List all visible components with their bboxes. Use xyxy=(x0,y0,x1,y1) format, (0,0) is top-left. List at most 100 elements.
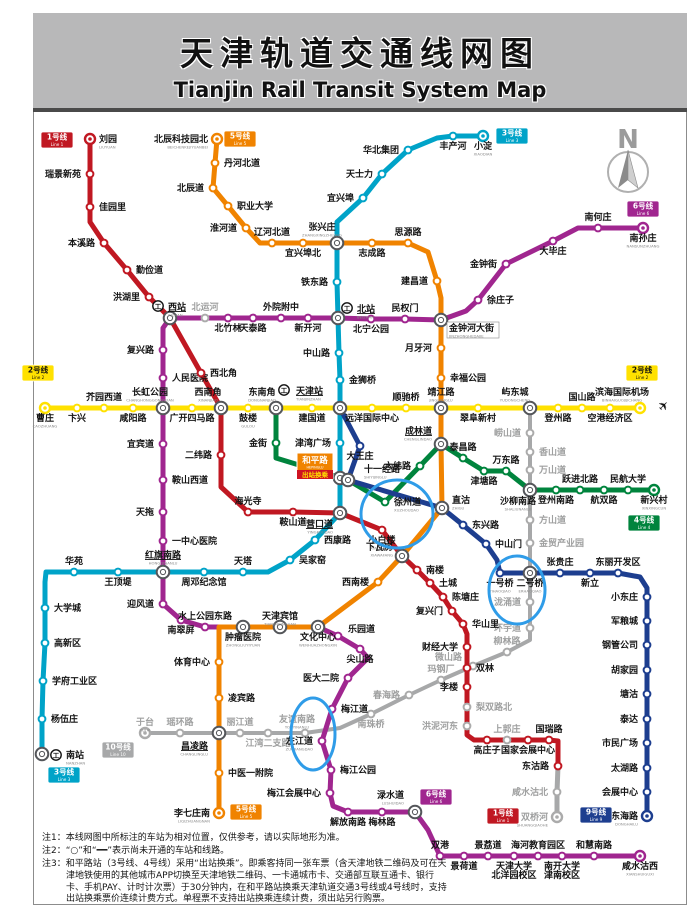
svg-text:佳园里: 佳园里 xyxy=(99,201,126,213)
svg-text:XIAOBAILOU: XIAOBAILOU xyxy=(370,546,394,551)
station-陈塘庄: 陈塘庄 xyxy=(438,591,479,603)
station-鞍山道: 鞍山道 xyxy=(279,507,307,528)
svg-text:YOUYINANLU: YOUYINANLU xyxy=(285,725,310,730)
svg-text:芥园西道: 芥园西道 xyxy=(86,391,122,403)
svg-text:5号线: 5号线 xyxy=(236,804,257,814)
station-杨伍庄: 杨伍庄 xyxy=(37,713,78,725)
svg-text:于台: 于台 xyxy=(136,716,154,728)
station-上郭庄: 上郭庄 xyxy=(493,723,521,745)
station-水上公园东路: 水上公园东路 xyxy=(178,610,233,632)
svg-text:10号线: 10号线 xyxy=(105,742,131,752)
station-月牙河: 月牙河 xyxy=(404,342,446,354)
svg-text:沙柳南路: 沙柳南路 xyxy=(500,495,537,507)
station-南何庄: 南何庄 xyxy=(584,211,612,233)
station-东沽路: 东沽路 xyxy=(522,760,563,772)
svg-text:东丽开发区: 东丽开发区 xyxy=(595,556,640,568)
svg-text:Line 4: Line 4 xyxy=(638,525,651,530)
svg-text:滨海国际机场: 滨海国际机场 xyxy=(595,386,649,398)
svg-text:鞍山西道: 鞍山西道 xyxy=(172,474,208,486)
svg-text:金街: 金街 xyxy=(248,437,267,449)
svg-text:小淀: 小淀 xyxy=(473,140,493,152)
svg-text:思源路: 思源路 xyxy=(394,226,422,238)
svg-text:迎风道: 迎风道 xyxy=(127,598,154,610)
svg-text:中山门: 中山门 xyxy=(495,538,522,550)
svg-text:新立: 新立 xyxy=(581,577,599,589)
station-一中心医院: 一中心医院 xyxy=(158,535,217,547)
station-丽江道: 丽江道 xyxy=(226,716,254,738)
svg-text:登州路: 登州路 xyxy=(543,412,572,424)
svg-text:鞍山道: 鞍山道 xyxy=(279,516,306,528)
svg-text:XUZHOUDAO: XUZHOUDAO xyxy=(394,508,419,513)
station-华苑: 华苑 xyxy=(65,555,83,577)
svg-text:二号桥: 二号桥 xyxy=(516,577,544,589)
svg-text:军粮城: 军粮城 xyxy=(611,615,638,627)
svg-text:解放南路: 解放南路 xyxy=(330,816,367,828)
station-土城: 土城 xyxy=(425,577,457,589)
svg-text:南开大学: 南开大学 xyxy=(544,860,580,872)
note-3: 注3：和平路站（3号线、4号线）采用“出站换乘”。即乘客持同一张车票（含天津地铁… xyxy=(42,858,447,905)
svg-text:空港经济区: 空港经济区 xyxy=(587,412,632,424)
svg-text:中山路: 中山路 xyxy=(303,347,331,359)
svg-text:北辰道: 北辰道 xyxy=(177,182,204,194)
svg-text:华山里: 华山里 xyxy=(472,618,499,630)
svg-text:YIHAOQIAO: YIHAOQIAO xyxy=(489,589,510,594)
svg-text:小白楼: 小白楼 xyxy=(367,534,395,546)
svg-text:ZHIGU: ZHIGU xyxy=(452,506,465,511)
station-泰达: 泰达 xyxy=(619,713,652,725)
page-subtitle: Tianjin Rail Transit System Map xyxy=(173,78,547,102)
svg-text:杨伍庄: 杨伍庄 xyxy=(51,713,78,725)
station-天拖: 天拖 xyxy=(136,506,168,518)
svg-text:宜兴埠北: 宜兴埠北 xyxy=(285,247,321,259)
station-咸阳路: 咸阳路 xyxy=(119,403,147,424)
svg-text:香山道: 香山道 xyxy=(538,446,566,458)
svg-text:工: 工 xyxy=(281,387,288,395)
svg-text:凌宾路: 凌宾路 xyxy=(228,692,256,704)
svg-text:海光寺: 海光寺 xyxy=(234,495,261,507)
station-徐庄子: 徐庄子 xyxy=(473,294,514,306)
svg-text:瑞景新苑: 瑞景新苑 xyxy=(45,168,81,180)
station-万东路: 万东路 xyxy=(491,454,520,476)
svg-text:出站换乘: 出站换乘 xyxy=(302,470,329,479)
station-勤俭道: 勤俭道 xyxy=(122,264,163,276)
svg-text:LIQIZHUANGNAN: LIQIZHUANGNAN xyxy=(178,819,210,824)
svg-text:张贵庄: 张贵庄 xyxy=(546,556,573,568)
station-塘沽: 塘沽 xyxy=(620,688,652,700)
svg-text:大学城: 大学城 xyxy=(54,602,81,614)
svg-text:春海路: 春海路 xyxy=(372,689,401,701)
svg-text:1号线: 1号线 xyxy=(47,132,68,142)
station-张贵庄: 张贵庄 xyxy=(546,556,574,578)
station-华山里: 华山里 xyxy=(458,618,499,630)
svg-text:曹庄: 曹庄 xyxy=(36,412,54,424)
station-天士力: 天士力 xyxy=(346,168,387,180)
station-凌宾路: 凌宾路 xyxy=(214,692,256,704)
station-小东庄: 小东庄 xyxy=(610,591,652,603)
svg-text:瑶环路: 瑶环路 xyxy=(166,716,194,728)
svg-text:Line 9: Line 9 xyxy=(590,817,603,822)
svg-text:国山路: 国山路 xyxy=(568,391,596,403)
svg-text:BEIZHAN: BEIZHAN xyxy=(357,315,374,320)
svg-text:胡家园: 胡家园 xyxy=(611,664,638,676)
station-瑶环路: 瑶环路 xyxy=(166,716,194,738)
station-吴家窑: 吴家窑 xyxy=(285,554,326,566)
svg-text:南站: 南站 xyxy=(66,749,84,761)
svg-text:北运河: 北运河 xyxy=(191,301,218,313)
svg-text:市民广场: 市民广场 xyxy=(602,737,638,749)
svg-text:梨双路北: 梨双路北 xyxy=(475,701,512,713)
svg-text:周邓纪念馆: 周邓纪念馆 xyxy=(181,576,226,588)
svg-text:华苑: 华苑 xyxy=(65,555,83,567)
svg-text:BEICHENKEJIYUANBEI: BEICHENKEJIYUANBEI xyxy=(167,145,208,150)
svg-text:1号线: 1号线 xyxy=(493,808,514,818)
railway-station-icon: 工 xyxy=(278,384,290,396)
svg-text:SHIYIJINGLU: SHIYIJINGLU xyxy=(364,475,387,480)
station-方山道: 方山道 xyxy=(525,514,566,526)
